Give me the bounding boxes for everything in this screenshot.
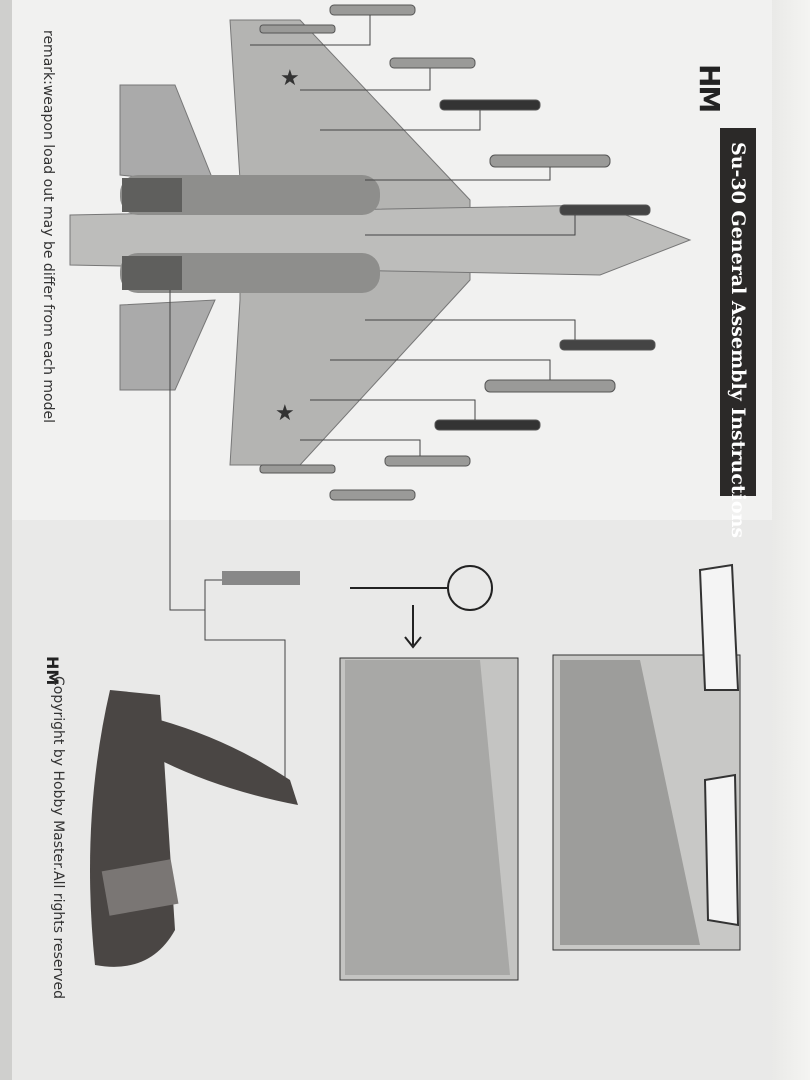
svg-text:★: ★ <box>275 401 295 426</box>
arrow-down-icon <box>404 605 422 649</box>
copyright-notice: Copyright by Hobby Master.All rights res… <box>50 676 66 1000</box>
pitot-tube-icon <box>222 571 300 585</box>
canopy-icon <box>703 773 740 927</box>
hobby-master-logo: HM <box>693 64 726 112</box>
stand-icon <box>90 690 298 967</box>
page-title: Su-30 General Assembly Instructions <box>720 128 756 538</box>
weapon-remark: remark:weapon load out may be differ fro… <box>40 30 56 424</box>
ring-part-icon <box>447 565 493 611</box>
aircraft-diagram-icon: ★ ★ <box>69 19 692 466</box>
svg-text:★: ★ <box>280 66 300 91</box>
canopy-icon <box>698 563 740 691</box>
leader-lines <box>169 15 576 780</box>
missile-icons <box>259 4 656 501</box>
